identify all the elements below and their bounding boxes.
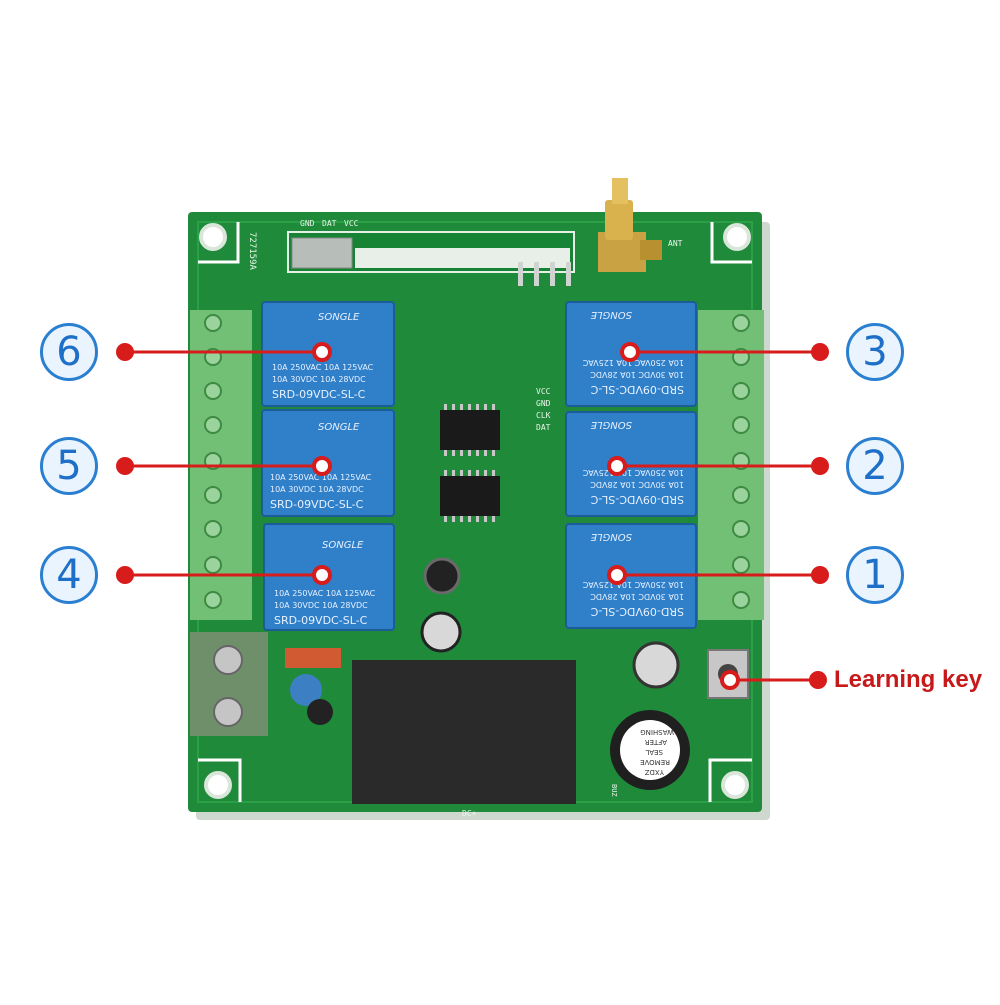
buzzer-sticker-3: SEAL — [645, 748, 663, 756]
relay-5-number: 5 — [56, 443, 82, 489]
side-label-gnd: GND — [536, 399, 551, 408]
relay-2-brand: SONGLE — [590, 419, 632, 430]
relay-5-badge: 5 — [40, 437, 98, 495]
relay-4-number: 4 — [56, 552, 82, 598]
capacitors — [420, 557, 680, 689]
relay-2: SRD-09VDC-SL-C 10A 30VDC 10A 28VDC 10A 2… — [565, 411, 697, 517]
buzzer-sticker-4: AFTER — [645, 738, 667, 746]
relay-2-rating-2: 10A 30VDC 10A 28VDC — [590, 480, 684, 489]
relay-6-badge: 6 — [40, 323, 98, 381]
relay-2-model: SRD-09VDC-SL-C — [590, 493, 684, 506]
relay-5-rating-1: 10A 250VAC 10A 125VAC — [270, 473, 372, 482]
buzzer-sticker-2: REMOVE — [640, 758, 670, 766]
relay-3-brand: SONGLE — [590, 309, 632, 320]
relay-4-rating-2: 10A 30VDC 10A 28VDC — [274, 601, 368, 610]
buzzer-label: BUZ — [610, 784, 618, 797]
relay-3-rating-1: 10A 250VAC 10A 125VAC — [582, 358, 684, 367]
relay-4-badge: 4 — [40, 546, 98, 604]
power-terminals — [190, 632, 268, 736]
header-pin-label-vcc: VCC — [344, 219, 359, 228]
relay-3-number: 3 — [862, 329, 888, 375]
side-label-dat: DAT — [536, 423, 551, 432]
relay-2-badge: 2 — [846, 437, 904, 495]
header-pin-label-dat: DAT — [322, 219, 337, 228]
relay-1-model: SRD-09VDC-SL-C — [590, 605, 684, 618]
relay-5-model: SRD-09VDC-SL-C — [270, 498, 364, 511]
buzzer-sticker-5: WASHING — [640, 728, 674, 736]
relay-6-brand: SONGLE — [318, 312, 360, 323]
relay-6-rating-2: 10A 30VDC 10A 28VDC — [272, 375, 366, 384]
relay-1-rating-1: 10A 250VAC 10A 125VAC — [582, 580, 684, 589]
relay-4-brand: SONGLE — [322, 540, 364, 551]
relay-4-rating-1: 10A 250VAC 10A 125VAC — [274, 589, 376, 598]
relay-2-rating-1: 10A 250VAC 10A 125VAC — [582, 468, 684, 477]
relay-6-model: SRD-09VDC-SL-C — [272, 388, 366, 401]
relay-1-brand: SONGLE — [590, 531, 632, 542]
relay-3-model: SRD-09VDC-SL-C — [590, 383, 684, 396]
relay-4-model: SRD-09VDC-SL-C — [274, 614, 368, 627]
antenna-label: ANT — [668, 239, 683, 248]
relay-3-badge: 3 — [846, 323, 904, 381]
relay-2-number: 2 — [862, 443, 888, 489]
relay-6-rating-1: 10A 250VAC 10A 125VAC — [272, 363, 374, 372]
buzzer: YXDZ REMOVE SEAL AFTER WASHING — [610, 710, 690, 790]
header-pin-label-gnd: GND — [300, 219, 315, 228]
callout-lines — [125, 350, 820, 682]
relay-1-rating-2: 10A 30VDC 10A 28VDC — [590, 592, 684, 601]
relay-1-number: 1 — [862, 552, 888, 598]
dc-label: DC+ — [462, 809, 477, 818]
callout-dots — [116, 342, 829, 690]
relay-5-rating-2: 10A 30VDC 10A 28VDC — [270, 485, 364, 494]
relay-3-rating-2: 10A 30VDC 10A 28VDC — [590, 370, 684, 379]
mounting-holes — [199, 223, 751, 799]
side-label-vcc: VCC — [536, 387, 551, 396]
side-label-clk: CLK — [536, 411, 551, 420]
ic-chips — [440, 404, 500, 522]
relay-5-brand: SONGLE — [318, 422, 360, 433]
power-module — [352, 660, 576, 804]
relay-1-badge: 1 — [846, 546, 904, 604]
board-serial: 727159A — [247, 232, 257, 271]
sma-antenna-connector — [598, 178, 662, 272]
relay-3: SRD-09VDC-SL-C 10A 30VDC 10A 28VDC 10A 2… — [565, 301, 697, 407]
relay-6-number: 6 — [56, 329, 82, 375]
buzzer-sticker-1: YXDZ — [645, 768, 665, 776]
learning-key-label: Learning key — [834, 666, 983, 693]
